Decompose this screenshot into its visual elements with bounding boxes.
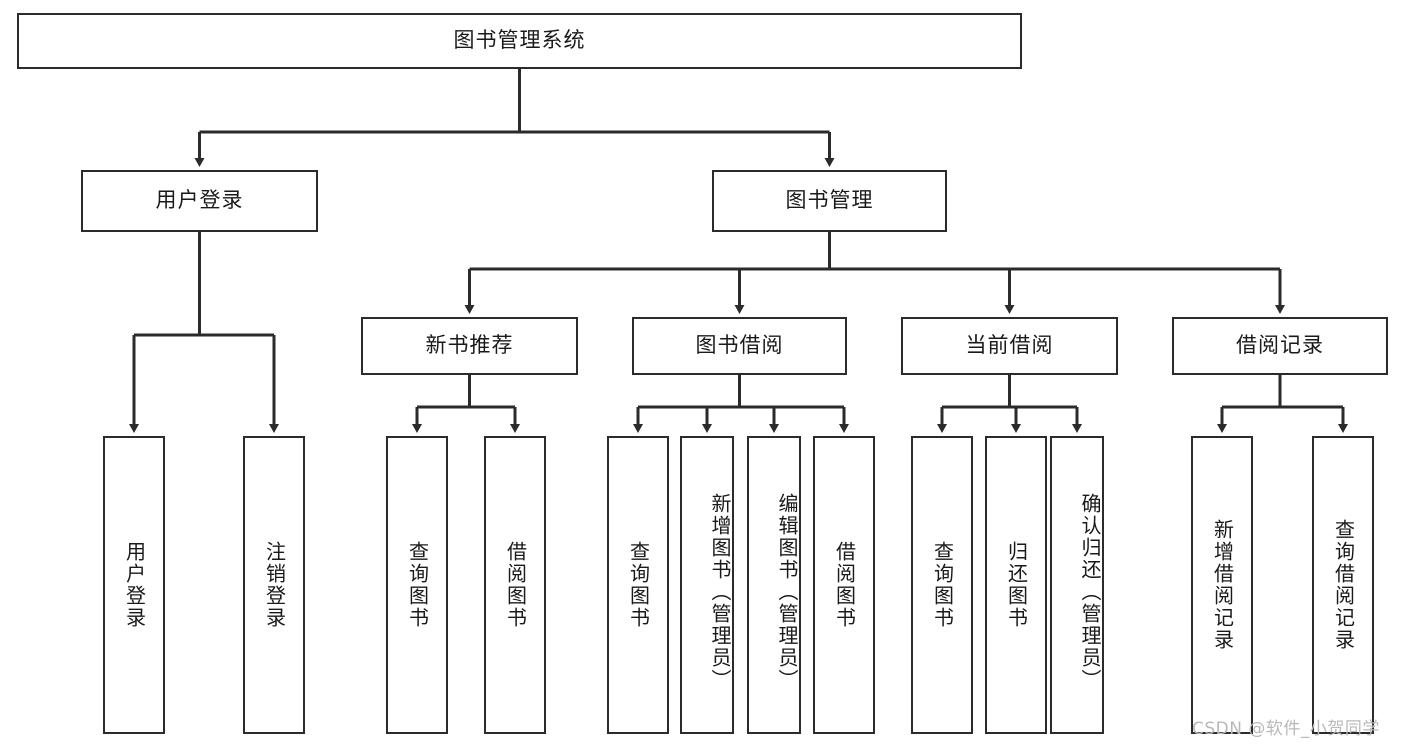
node-leaf-user-logout-label: 注销登录	[262, 541, 287, 629]
node-leaf-borrow-book-1[interactable]: 借阅图书	[484, 436, 546, 734]
node-leaf-query-record-label: 查询借阅记录	[1331, 519, 1356, 651]
node-leaf-query-book-2-label: 查询图书	[626, 541, 651, 629]
node-leaf-query-book-1[interactable]: 查询图书	[386, 436, 448, 734]
node-root[interactable]: 图书管理系统	[17, 13, 1022, 69]
node-borrow-record-label: 借阅记录	[1236, 333, 1324, 358]
node-leaf-borrow-book-2[interactable]: 借阅图书	[813, 436, 875, 734]
node-leaf-query-book-2[interactable]: 查询图书	[607, 436, 669, 734]
node-leaf-add-book[interactable]: 新增图书（管理员）	[680, 436, 734, 734]
node-leaf-query-book-3-label: 查询图书	[930, 541, 955, 629]
node-user-login-label: 用户登录	[155, 188, 244, 213]
node-leaf-user-logout[interactable]: 注销登录	[243, 436, 305, 734]
csdn-watermark: CSDN @软件_小贺同学	[1192, 719, 1380, 739]
node-book-manage-label: 图书管理	[785, 188, 874, 213]
node-leaf-query-book-1-label: 查询图书	[405, 541, 430, 629]
node-leaf-add-record[interactable]: 新增借阅记录	[1191, 436, 1253, 734]
node-leaf-add-record-label: 新增借阅记录	[1210, 519, 1235, 651]
node-leaf-query-record[interactable]: 查询借阅记录	[1312, 436, 1374, 734]
node-leaf-add-book-label: 新增图书（管理员）	[708, 493, 732, 691]
node-current-borrow[interactable]: 当前借阅	[901, 317, 1118, 375]
node-leaf-borrow-book-2-label: 借阅图书	[832, 541, 857, 629]
node-book-borrow-label: 图书借阅	[695, 333, 784, 358]
node-book-manage[interactable]: 图书管理	[712, 170, 947, 232]
node-leaf-confirm-return[interactable]: 确认归还（管理员）	[1050, 436, 1104, 734]
node-leaf-edit-book[interactable]: 编辑图书（管理员）	[747, 436, 801, 734]
node-borrow-record[interactable]: 借阅记录	[1172, 317, 1388, 375]
node-leaf-query-book-3[interactable]: 查询图书	[911, 436, 973, 734]
node-root-label: 图书管理系统	[453, 28, 586, 53]
node-leaf-return-book[interactable]: 归还图书	[985, 436, 1047, 734]
node-leaf-return-book-label: 归还图书	[1004, 541, 1029, 629]
node-new-book-recommend-label: 新书推荐	[425, 333, 514, 358]
node-leaf-user-login[interactable]: 用户登录	[103, 436, 165, 734]
node-leaf-user-login-label: 用户登录	[122, 541, 147, 629]
node-user-login[interactable]: 用户登录	[81, 170, 318, 232]
node-current-borrow-label: 当前借阅	[965, 333, 1054, 358]
node-new-book-recommend[interactable]: 新书推荐	[361, 317, 578, 375]
node-leaf-borrow-book-1-label: 借阅图书	[503, 541, 528, 629]
node-leaf-edit-book-label: 编辑图书（管理员）	[775, 493, 799, 691]
node-book-borrow[interactable]: 图书借阅	[632, 317, 847, 375]
node-leaf-confirm-return-label: 确认归还（管理员）	[1078, 493, 1102, 691]
